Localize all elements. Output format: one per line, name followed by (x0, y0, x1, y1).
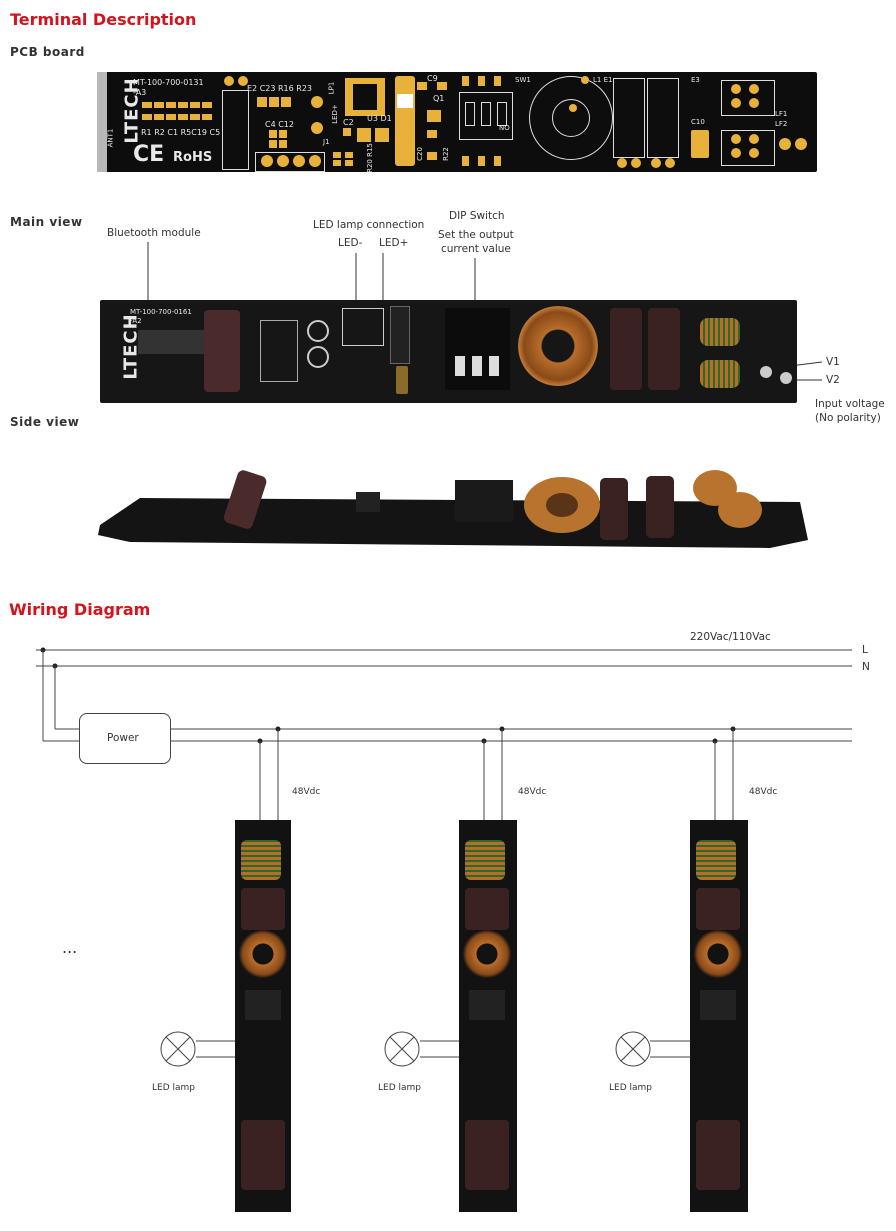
lamp-label-2: LED lamp (378, 1083, 421, 1093)
main-model: MT-100-700-0161 (130, 308, 192, 316)
toroid-inductor (518, 306, 598, 386)
pcb-board-label: PCB board (10, 45, 85, 59)
v1-terminal (760, 366, 772, 378)
u3d1-label: U3 D1 (367, 114, 392, 123)
e3-label: E3 (691, 76, 700, 84)
mains-voltage-label: 220Vac/110Vac (690, 631, 771, 643)
section-title-terminal: Terminal Description (10, 10, 197, 29)
c9-label: C9 (427, 74, 438, 83)
line-L-label: L (862, 644, 868, 656)
dip-switch-outline (459, 92, 513, 140)
vdc-label-1: 48Vdc (292, 787, 321, 797)
main-view-board: LTECH MT-100-700-0161 -A2 (100, 300, 797, 403)
lf2-outline (721, 130, 775, 166)
driver-board-1 (235, 820, 291, 1212)
l1e1-label: L1 E1 (593, 76, 613, 84)
side-view-image (98, 470, 808, 548)
no-label: NO (499, 124, 510, 132)
refs-c4: C4 C12 (265, 120, 294, 129)
pcb-edge (97, 72, 107, 172)
bluetooth-module (138, 330, 208, 354)
power-label: Power (107, 732, 139, 744)
lf1-label: LF1 (775, 110, 788, 118)
j1-label: J1 (323, 138, 330, 146)
lf2-label: LF2 (775, 120, 788, 128)
lamp-label-3: LED lamp (609, 1083, 652, 1093)
dip-desc-2: current value (441, 243, 511, 255)
ce-mark: CE (133, 142, 165, 167)
capacitor-e1 (610, 308, 642, 390)
c10-label: C10 (691, 118, 705, 126)
filter-lf2 (700, 360, 740, 388)
pcb-board-image: ANT1 LTECH MT-100-700-0131 -A3 R1 R2 C1 … (97, 72, 817, 173)
section-title-wiring: Wiring Diagram (9, 600, 151, 619)
led-plus-label: LED+ (379, 237, 409, 249)
main-view-label: Main view (10, 215, 83, 229)
led-minus-label: LED- (338, 237, 363, 249)
vdc-label-2: 48Vdc (518, 787, 547, 797)
dip-switch (445, 308, 510, 390)
dip-desc-1: Set the output (438, 229, 514, 241)
c2-label: C2 (343, 118, 354, 127)
bluetooth-label: Bluetooth module (107, 227, 201, 239)
filter-lf1 (700, 318, 740, 346)
capacitor (204, 310, 240, 392)
v2-label: V2 (826, 374, 840, 386)
ellipsis: ... (62, 938, 78, 957)
pcb-rev: -A3 (133, 88, 147, 97)
refs-row1: E2 C23 R16 R23 (247, 84, 313, 93)
rohs-mark: RoHS (173, 150, 213, 165)
vdc-label-3: 48Vdc (749, 787, 778, 797)
no-polarity-label: (No polarity) (815, 412, 881, 424)
led-plus-pad (307, 346, 329, 368)
led-minus-pad (307, 320, 329, 342)
pcb-model: MT-100-700-0131 (133, 78, 204, 87)
connector-block (222, 90, 249, 170)
side-view-label: Side view (10, 415, 80, 429)
led-connection-label: LED lamp connection (313, 219, 425, 231)
main-rev: -A2 (130, 317, 142, 325)
sw1-label: SW1 (515, 76, 531, 84)
lf1-outline (721, 80, 775, 116)
driver-board-3 (690, 820, 748, 1212)
q1-label: Q1 (433, 94, 445, 103)
line-N-label: N (862, 661, 870, 673)
v1-label: V1 (826, 356, 840, 368)
dip-switch-label: DIP Switch (449, 210, 505, 222)
input-voltage-label: Input voltage (815, 398, 885, 410)
v2-terminal (780, 372, 792, 384)
capacitor-e3 (648, 308, 680, 390)
refs-row2: R1 R2 C1 R5C19 C5 (141, 128, 221, 137)
lamp-label-1: LED lamp (152, 1083, 195, 1093)
driver-board-2 (459, 820, 517, 1212)
toroid-outline (529, 76, 613, 160)
power-supply-box (79, 713, 171, 764)
